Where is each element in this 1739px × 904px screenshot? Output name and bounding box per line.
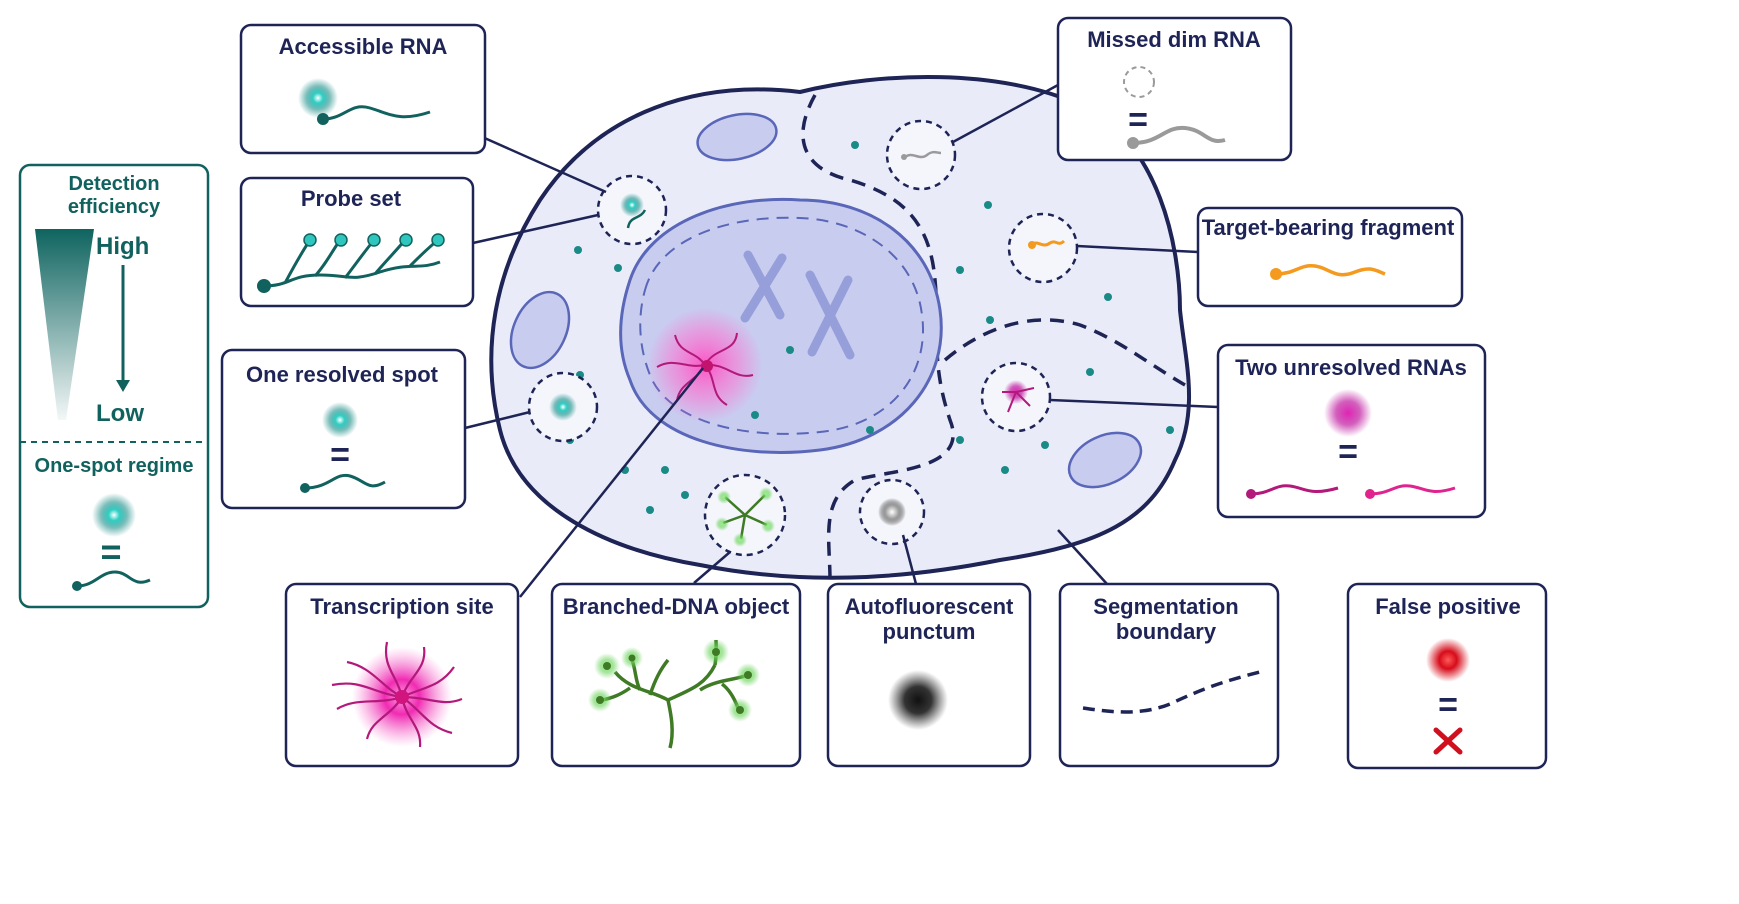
chromosome-icon — [740, 250, 855, 360]
cell — [489, 75, 1191, 581]
rna-molecule-icon — [304, 473, 386, 490]
rna-molecule-icon — [1250, 484, 1339, 496]
callout-title: Two unresolved RNAs — [1235, 355, 1467, 380]
red-x-icon — [1433, 727, 1463, 755]
callout-probe-set: Probe set — [239, 176, 475, 308]
callout-title: Probe set — [301, 186, 402, 211]
spot-icon — [298, 78, 338, 118]
callout-autofluorescent-punctum: Autofluorescent punctum — [826, 582, 1032, 768]
callout-title: Accessible RNA — [279, 34, 448, 59]
legend-high-label: High — [96, 233, 149, 260]
callout-two-unresolved-rnas: Two unresolved RNAs = — [1216, 343, 1487, 519]
spot-icon — [92, 493, 136, 537]
equals-sign: = — [1338, 433, 1358, 471]
callout-one-resolved-spot: One resolved spot = — [220, 348, 467, 510]
rna-molecule-icon — [1132, 125, 1226, 145]
callout-segmentation-boundary: Segmentation boundary — [1058, 582, 1280, 768]
callout-title: False positive — [1375, 594, 1521, 619]
callout-accessible-rna: Accessible RNA — [239, 23, 487, 155]
equals-sign: = — [330, 436, 350, 474]
callout-false-positive: False positive = — [1346, 582, 1548, 770]
legend-low-label: Low — [96, 400, 144, 427]
callout-title: Missed dim RNA — [1087, 27, 1261, 52]
callout-missed-dim-rna: Missed dim RNA = — [1056, 16, 1293, 162]
callout-title: Transcription site — [310, 594, 493, 619]
dark-punctum-icon — [888, 670, 948, 730]
callout-title: Branched-DNA object — [563, 594, 790, 619]
dashed-boundary-icon — [1082, 670, 1261, 714]
legend-equals: = — [100, 531, 121, 572]
callout-target-fragment: Target-bearing fragment — [1196, 206, 1464, 308]
autofluorescent-dot — [878, 498, 906, 526]
callout-transcription-site: Transcription site — [284, 582, 520, 768]
callout-title-line2: boundary — [1116, 619, 1217, 644]
callout-branched-dna: Branched-DNA object — [550, 582, 802, 768]
callout-title: One resolved spot — [246, 362, 439, 387]
red-spot-icon — [1426, 638, 1470, 682]
rna-molecule-icon — [1369, 484, 1456, 496]
efficiency-wedge — [35, 229, 94, 420]
rna-molecule-icon — [322, 105, 431, 121]
mitochondrion-icon — [509, 112, 1143, 489]
segmentation-line — [943, 318, 1186, 387]
probe-star-icons — [303, 233, 445, 247]
callout-title-line2: punctum — [883, 619, 976, 644]
fragment-icon — [1275, 264, 1386, 277]
equals-sign: = — [1438, 686, 1458, 724]
leader-lines — [461, 83, 1219, 598]
spot-icon — [322, 402, 358, 438]
empty-spot-icon — [1123, 66, 1155, 98]
callout-title-line1: Autofluorescent — [845, 594, 1014, 619]
legend-title-line1: Detection — [68, 173, 159, 195]
transcription-site-dot — [701, 360, 713, 372]
callout-title: Target-bearing fragment — [1202, 215, 1455, 240]
resolved-spot-icon — [549, 393, 577, 421]
legend-title-line2: efficiency — [68, 196, 161, 218]
equals-sign: = — [1128, 101, 1148, 139]
arrow-head-icon — [116, 380, 130, 392]
merged-spot-icon — [1324, 389, 1372, 437]
accessible-spot-icon — [620, 193, 644, 217]
detection-legend: Detection efficiency High Low One-spot r… — [18, 163, 210, 609]
rna-molecule-icon — [72, 570, 151, 591]
callout-title-line1: Segmentation — [1093, 594, 1238, 619]
rna-dots — [566, 141, 1174, 514]
legend-regime-label: One-spot regime — [35, 455, 194, 477]
